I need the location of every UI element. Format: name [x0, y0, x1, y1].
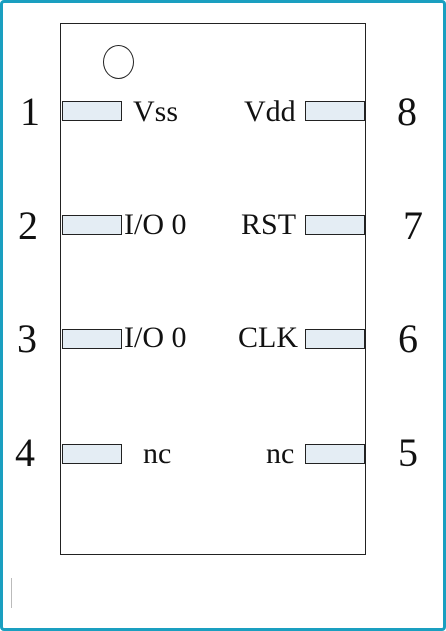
pin-pad-4	[62, 444, 122, 464]
pin-pad-5	[305, 444, 365, 464]
pin-number-6: 6	[398, 316, 418, 361]
pin-label-2: I/O 0	[124, 208, 187, 241]
pin-label-1: Vss	[133, 95, 179, 128]
pin-label-4: nc	[143, 437, 172, 470]
pin-label-6: CLK	[238, 321, 298, 354]
pin-label-8: Vdd	[244, 95, 296, 128]
pin-number-2: 2	[18, 203, 38, 248]
pin-number-8: 8	[397, 89, 417, 134]
frame-edge-mark	[11, 578, 12, 608]
pin-number-5: 5	[398, 430, 418, 475]
pin-label-5: nc	[266, 437, 295, 470]
pin-pad-7	[305, 215, 365, 235]
pin-pad-3	[62, 329, 122, 349]
pin-number-1: 1	[20, 89, 40, 134]
pin-label-3: I/O 0	[124, 321, 187, 354]
pin-number-4: 4	[15, 430, 35, 475]
pin-pad-2	[62, 215, 122, 235]
pin-pad-8	[305, 101, 365, 121]
pin1-orientation-mark	[103, 45, 134, 79]
pin-number-3: 3	[17, 316, 37, 361]
pin-label-7: RST	[241, 208, 297, 241]
pin-number-7: 7	[403, 203, 423, 248]
pin-pad-1	[62, 101, 122, 121]
pin-pad-6	[305, 329, 365, 349]
